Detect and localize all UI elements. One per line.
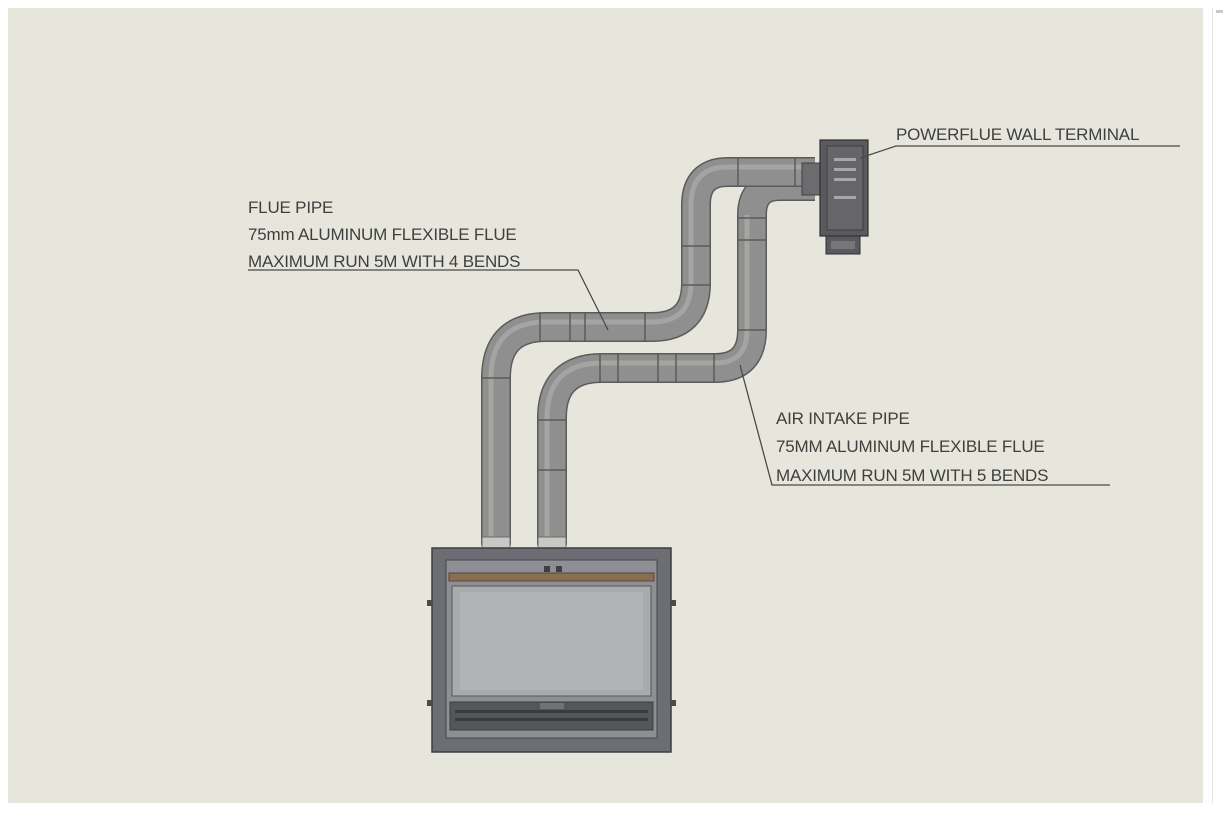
flue-pipe bbox=[481, 157, 815, 545]
flue-pipe-title: FLUE PIPE bbox=[248, 198, 333, 217]
flue-pipe-leader bbox=[248, 269, 609, 331]
stove-grille bbox=[449, 701, 654, 731]
air-intake-limit: MAXIMUM RUN 5M WITH 5 BENDS bbox=[776, 466, 1048, 485]
scrollbar[interactable] bbox=[1212, 8, 1227, 803]
diagram-labels: POWERFLUE WALL TERMINAL FLUE PIPE 75mm A… bbox=[248, 125, 1139, 485]
flue-pipe-spec: 75mm ALUMINUM FLEXIBLE FLUE bbox=[248, 225, 517, 244]
air-intake-leader bbox=[739, 364, 1110, 486]
flue-pipe-limit: MAXIMUM RUN 5M WITH 4 BENDS bbox=[248, 252, 520, 271]
scrollbar-thumb[interactable] bbox=[1216, 10, 1223, 13]
stove-appliance bbox=[427, 547, 676, 753]
terminal-louvres bbox=[834, 158, 856, 199]
terminal-label: POWERFLUE WALL TERMINAL bbox=[896, 125, 1139, 144]
air-intake-pipe bbox=[537, 171, 815, 545]
air-intake-spec: 75MM ALUMINUM FLEXIBLE FLUE bbox=[776, 437, 1045, 456]
wall-terminal bbox=[801, 139, 869, 255]
leader-lines bbox=[248, 145, 1180, 486]
terminal-leader bbox=[859, 145, 1180, 159]
air-intake-title: AIR INTAKE PIPE bbox=[776, 409, 910, 428]
